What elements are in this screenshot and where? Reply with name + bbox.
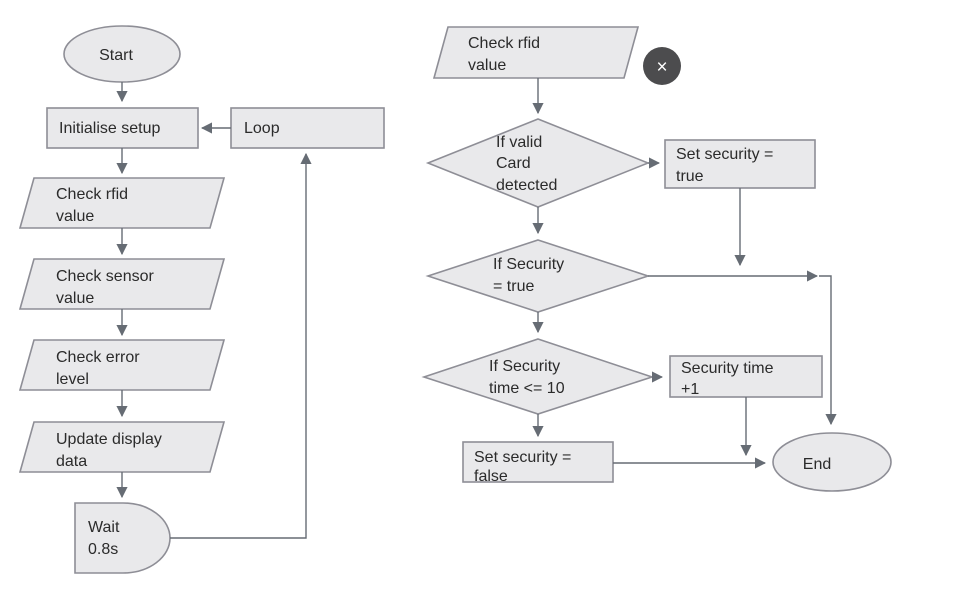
loop-label: Loop [244,120,280,137]
set-security-true-node [664,139,816,189]
check-rfid-value-label-line1: Check rfid [468,35,540,52]
set-security-false-label-line2: false [474,468,508,485]
check-rfid-label-line2: value [56,208,94,225]
start-label: Start [99,47,133,64]
set-security-false-node [462,441,614,483]
wait-label-line2: 0.8s [88,541,118,558]
wait-label-line1: Wait [88,519,120,536]
if-security-time-label-line2: time <= 10 [489,380,565,397]
check-sensor-label-line1: Check sensor [56,268,154,285]
check-sensor-node [18,258,226,310]
check-rfid-node [18,177,226,229]
if-security-time-node [421,338,655,415]
loop-node [230,107,385,149]
set-security-false-label-line1: Set security = [474,449,571,466]
check-error-label-line1: Check error [56,349,140,366]
security-time-inc-node [669,355,823,398]
end-node [772,432,892,492]
end-label: End [803,456,831,473]
if-security-true-node [425,239,651,313]
update-display-label-line2: data [56,453,87,470]
set-security-true-label-line2: true [676,168,704,185]
update-display-node [18,421,226,473]
check-rfid-value-label-line2: value [468,57,506,74]
close-icon[interactable]: × [656,57,667,78]
initialise-setup-label: Initialise setup [59,120,160,137]
if-valid-card-label-line2: Card [496,155,531,172]
security-time-inc-label-line2: +1 [681,381,699,398]
check-error-node [18,339,226,391]
close-button-circle[interactable] [643,47,681,85]
wait-node [74,502,171,574]
right-flowchart: Check rfid value If valid Card detected … [421,26,892,492]
close-button[interactable]: × [643,47,681,85]
check-sensor-label-line2: value [56,290,94,307]
if-security-time-label-line1: If Security [489,358,560,375]
check-error-label-line2: level [56,371,89,388]
update-display-label-line1: Update display [56,431,162,448]
if-valid-card-label-line3: detected [496,177,557,194]
connector-right-edge-to-end [819,275,837,426]
if-security-true-label-line2: = true [493,278,534,295]
connector-wait-to-loop [170,152,312,539]
if-security-true-label-line1: If Security [493,256,564,273]
check-rfid-label-line1: Check rfid [56,186,128,203]
if-valid-card-label-line1: If valid [496,134,542,151]
initialise-setup-node [46,107,199,149]
set-security-true-label-line1: Set security = [676,146,773,163]
security-time-inc-label-line1: Security time [681,360,774,377]
check-rfid-value-node [432,26,640,79]
left-flowchart: Start Initialise setup Loop Check rfid v… [18,25,385,574]
